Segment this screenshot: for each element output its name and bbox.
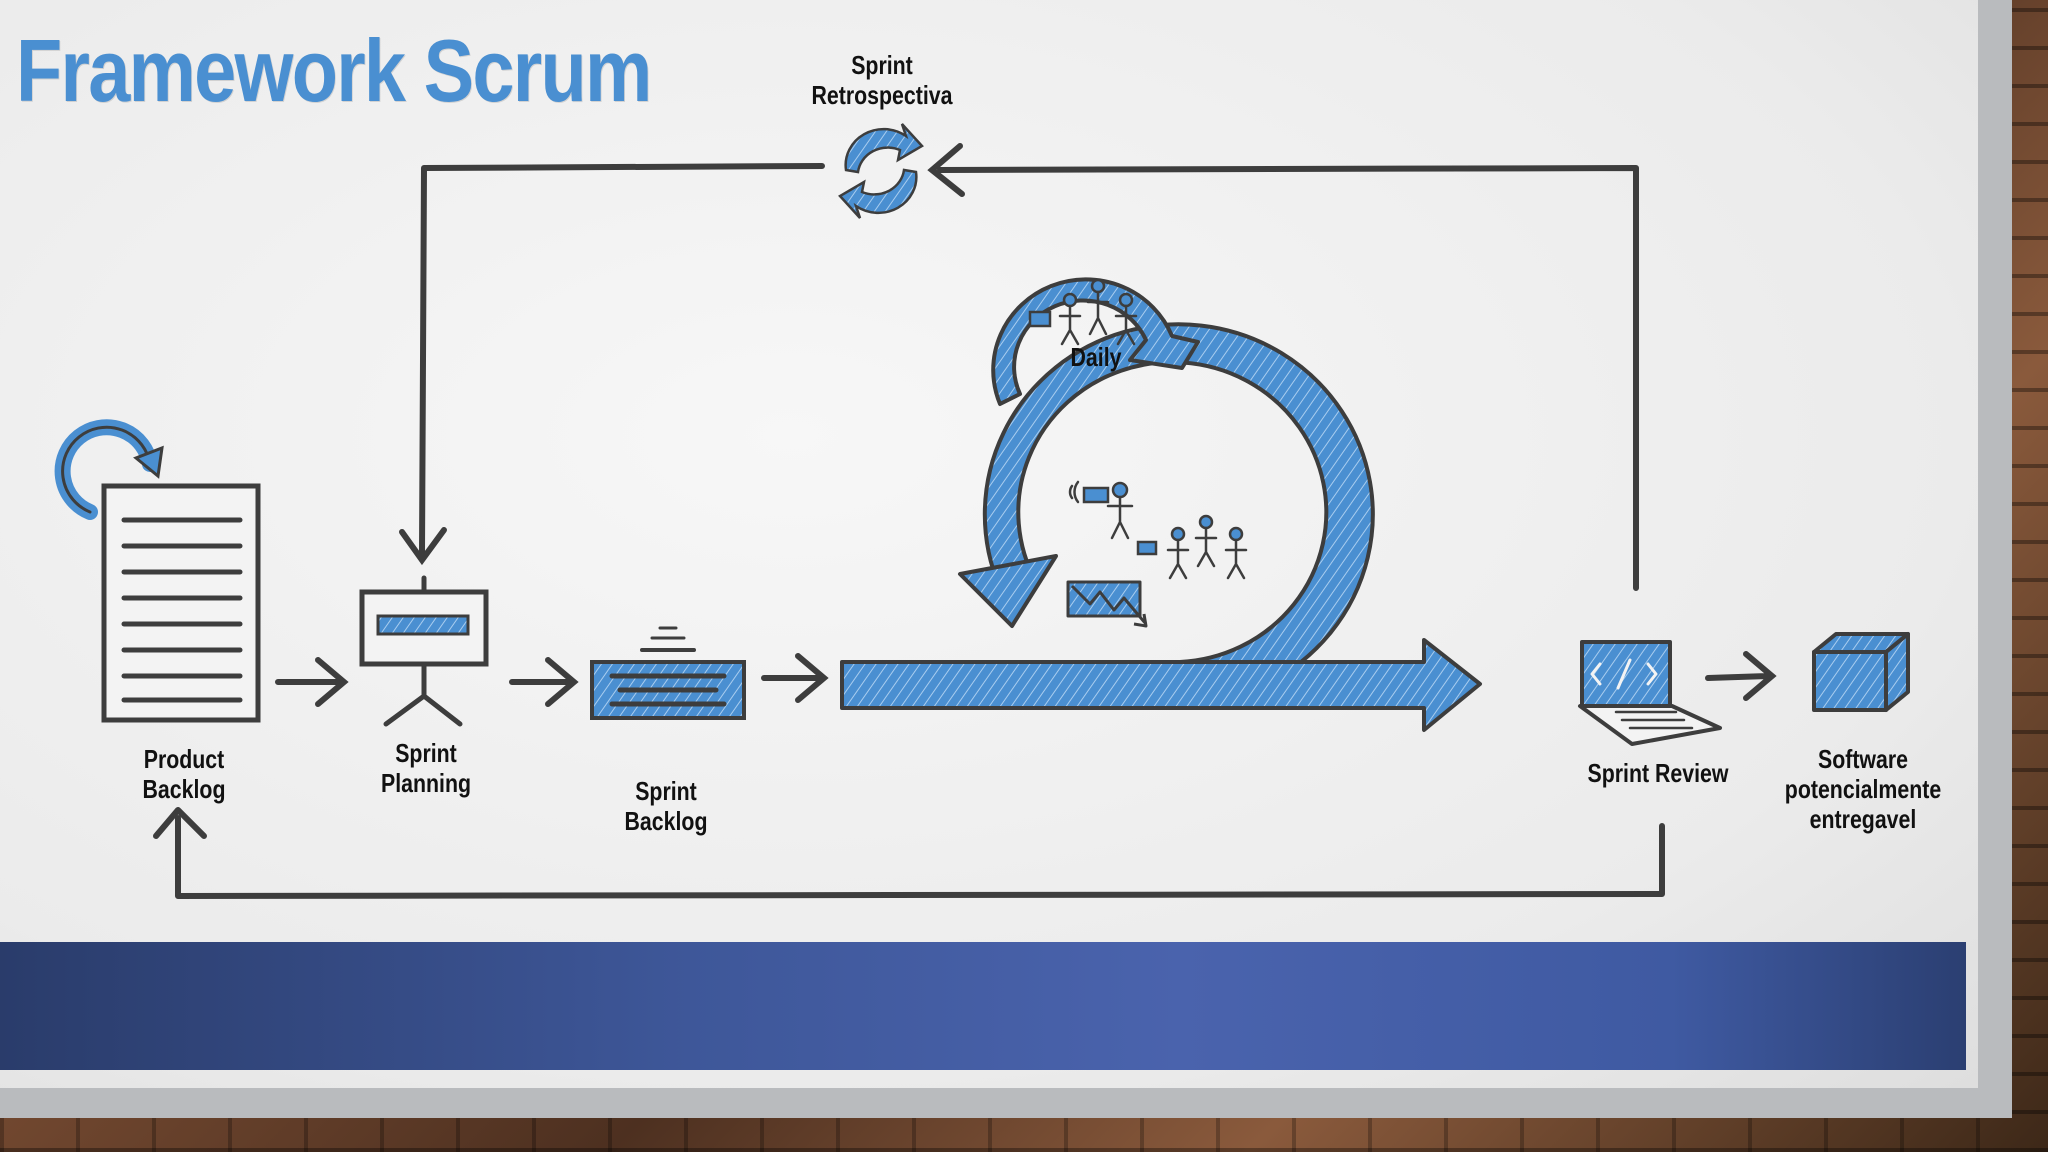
label-line: Sprint	[395, 738, 457, 768]
slide-title: Framework Scrum	[16, 21, 652, 120]
software-box-icon	[1812, 632, 1910, 712]
sprint-review-laptop-icon	[1578, 640, 1722, 746]
label-line: Retrospectiva	[811, 80, 953, 110]
label-line: Software	[1817, 744, 1909, 774]
label-line: Sprint Review	[1587, 758, 1729, 788]
planning-down-arrowhead	[399, 527, 447, 566]
label-sprint-review: Sprint Review	[1578, 758, 1739, 788]
sprint-cycle	[840, 277, 1482, 732]
arrow-planning-to-sprint-backlog	[509, 657, 579, 707]
arrow-sprint-backlog-to-sprint	[761, 653, 829, 703]
label-product-backlog: Product Backlog	[118, 744, 249, 804]
label-line: entregavel	[1809, 804, 1917, 834]
label-line: Backlog	[142, 774, 226, 804]
sprint-backlog-icon	[590, 626, 746, 720]
label-line: Sprint	[635, 776, 697, 806]
retrospective-cycle-icon	[838, 123, 924, 219]
label-line: Planning	[380, 768, 472, 798]
label-line: Daily	[1070, 342, 1122, 372]
label-line: Sprint	[851, 50, 913, 80]
product-backlog-icon	[54, 419, 261, 723]
label-daily: Daily	[1055, 342, 1137, 372]
sprint-team-figures	[1068, 480, 1248, 580]
daily-team-figures	[1028, 278, 1138, 346]
label-sprint-planning: Sprint Planning	[360, 738, 491, 798]
sprint-planning-icon	[359, 575, 489, 727]
retrospective-arrowhead	[927, 143, 965, 197]
retrospective-loop-line	[419, 163, 1639, 591]
burndown-chart-icon	[1066, 580, 1148, 628]
label-line: potencialmente	[1784, 774, 1942, 804]
review-to-backlog-line	[153, 807, 1665, 899]
footer-band	[0, 942, 1966, 1070]
slide	[0, 0, 1978, 1088]
label-line: Product	[143, 744, 225, 774]
label-sprint-backlog: Sprint Backlog	[600, 776, 731, 836]
label-sprint-retrospectiva: Sprint Retrospectiva	[800, 50, 964, 110]
arrow-review-to-software	[1705, 651, 1777, 701]
label-line: Backlog	[624, 806, 708, 836]
arrow-backlog-to-planning	[275, 657, 349, 707]
label-software: Software potencialmente entregavel	[1775, 744, 1950, 834]
